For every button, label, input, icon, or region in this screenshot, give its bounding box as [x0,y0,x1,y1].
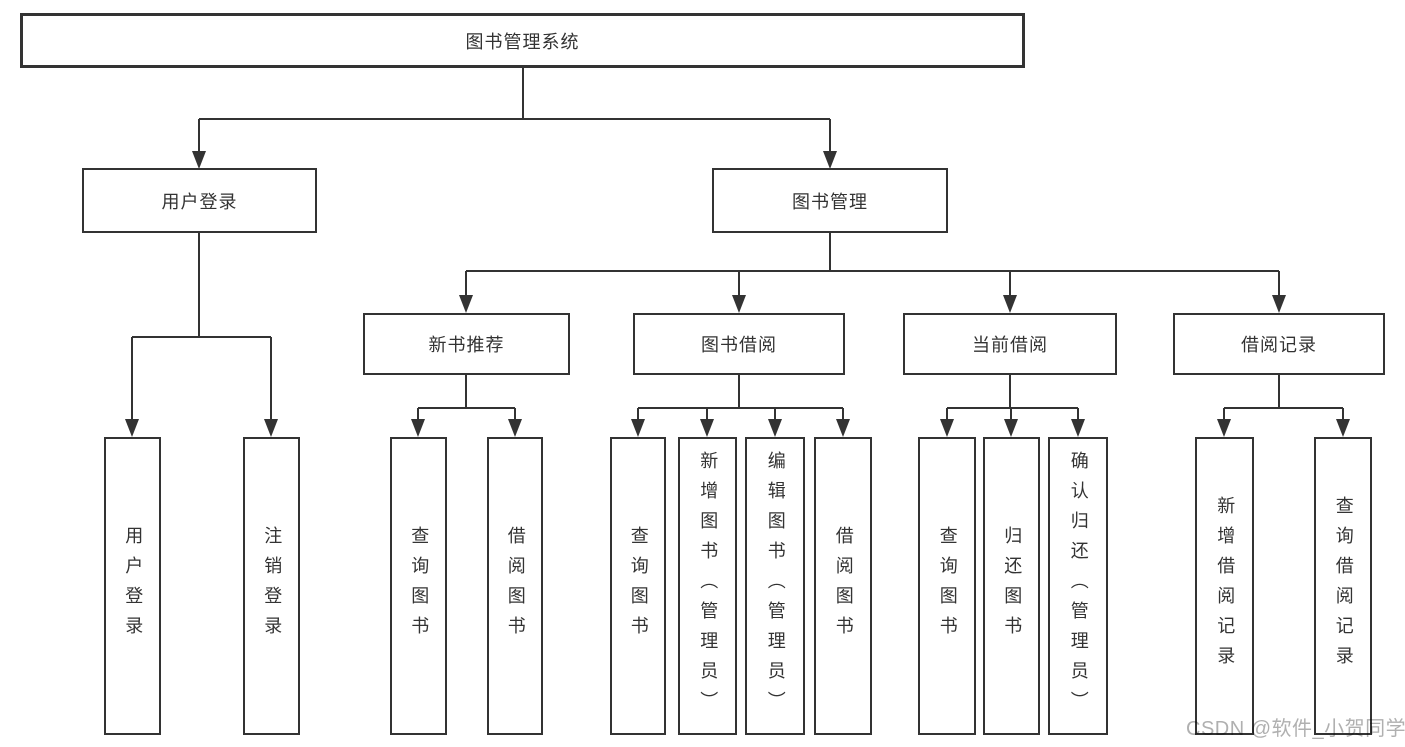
node-user-login: 用户登录 [82,168,317,233]
arrowhead [1272,295,1286,313]
node-label: 确认归还（管理员） [1068,451,1089,721]
node-label: 新增图书（管理员） [698,451,719,721]
arrowhead [700,419,714,437]
arrowheads-level2 [192,151,837,169]
node-label: 图书借阅 [701,335,777,355]
arrowhead [1004,419,1018,437]
node-label: 借阅记录 [1241,335,1317,355]
arrowhead [1217,419,1231,437]
arrowhead [125,419,139,437]
connector-new-book-recommend-to-leaves [417,375,516,420]
node-library-management-system: 图书管理系统 [20,13,1025,68]
leaf-recommend-query-book: 查询图书 [390,437,447,735]
leaf-current-query-book: 查询图书 [918,437,976,735]
connector-user-login-to-leaves [131,233,272,420]
connector-book-borrow-to-leaves [637,375,844,420]
leaf-borrow-add-book-admin: 新增图书（管理员） [678,437,737,735]
arrowhead [459,295,473,313]
node-label: 归还图书 [1002,526,1023,646]
leaf-borrow-query-book: 查询图书 [610,437,666,735]
connector-book-management-to-level3 [465,233,1280,296]
node-label: 用户登录 [161,191,238,212]
node-label: 查询图书 [409,526,430,646]
node-book-borrow: 图书借阅 [633,313,845,375]
node-label: 查询图书 [628,526,649,646]
arrowhead [823,151,837,169]
leaf-recommend-borrow-book: 借阅图书 [487,437,543,735]
node-borrow-record: 借阅记录 [1173,313,1385,375]
node-label: 新增借阅记录 [1215,496,1236,676]
node-label: 用户登录 [123,526,144,646]
arrowheads-level3 [459,295,1286,313]
arrowheads-leaves [411,419,1350,437]
node-label: 当前借阅 [972,335,1048,355]
node-new-book-recommend: 新书推荐 [363,313,570,375]
arrowhead [1071,419,1085,437]
node-label: 图书管理系统 [465,31,580,52]
arrowhead [192,151,206,169]
arrowheads-user-login [125,419,278,437]
node-label: 编辑图书（管理员） [765,451,786,721]
arrowhead [940,419,954,437]
leaf-record-add-record: 新增借阅记录 [1195,437,1254,735]
leaf-current-confirm-return-admin: 确认归还（管理员） [1048,437,1108,735]
node-current-borrow: 当前借阅 [903,313,1117,375]
node-label: 查询图书 [937,526,958,646]
arrowhead [631,419,645,437]
leaf-borrow-edit-book-admin: 编辑图书（管理员） [745,437,805,735]
node-book-management: 图书管理 [712,168,948,233]
arrowhead [1003,295,1017,313]
node-label: 图书管理 [792,191,868,212]
arrowhead [836,419,850,437]
csdn-watermark: CSDN @软件_小贺同学 [1186,718,1405,740]
arrowhead [411,419,425,437]
node-label: 借阅图书 [505,526,526,646]
leaf-current-return-book: 归还图书 [983,437,1040,735]
node-label: 新书推荐 [428,335,505,355]
node-label: 查询借阅记录 [1333,496,1354,676]
connector-root-to-level2 [198,68,831,152]
leaf-user-login: 用户登录 [104,437,161,735]
connector-current-borrow-to-leaves [946,375,1079,420]
arrowhead [768,419,782,437]
leaf-borrow-borrow-book: 借阅图书 [814,437,872,735]
leaf-logout: 注销登录 [243,437,300,735]
node-label: 借阅图书 [833,526,854,646]
arrowhead [264,419,278,437]
node-label: 注销登录 [262,526,283,646]
leaf-record-query-record: 查询借阅记录 [1314,437,1372,735]
connector-borrow-record-to-leaves [1223,375,1344,420]
arrowhead [732,295,746,313]
arrowhead [1336,419,1350,437]
arrowhead [508,419,522,437]
